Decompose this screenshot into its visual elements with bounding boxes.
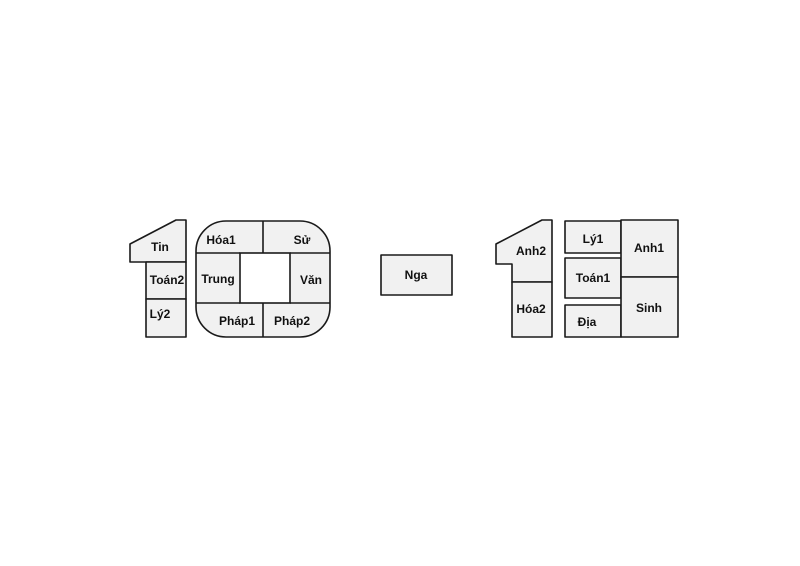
label-tin: Tin	[151, 240, 169, 254]
block-toan1	[564, 257, 622, 299]
label-van: Văn	[300, 273, 322, 287]
block-ly1	[564, 220, 622, 254]
label-nga: Nga	[405, 268, 428, 282]
digit-five-right: Lý1 Toán1 Địa Anh1 Sinh	[564, 219, 679, 338]
block-sinh	[620, 276, 679, 338]
block-anh2	[495, 219, 553, 283]
label-toan1: Toán1	[576, 271, 611, 285]
label-ly2: Lý2	[150, 307, 171, 321]
center-block: Nga	[380, 254, 453, 296]
block-nga	[380, 254, 453, 296]
label-dia: Địa	[578, 315, 597, 329]
label-phap2: Pháp2	[274, 314, 310, 328]
digit-one-right: Anh2 Hóa2	[495, 219, 553, 338]
label-phap1: Pháp1	[219, 314, 255, 328]
label-toan2: Toán2	[150, 273, 185, 287]
label-sinh: Sinh	[636, 301, 662, 315]
digit-one-left: Tin Toán2 Lý2	[129, 219, 187, 338]
ring-hole	[239, 252, 291, 304]
label-su: Sử	[294, 233, 311, 247]
label-trung: Trung	[201, 272, 234, 286]
label-ly1: Lý1	[583, 232, 604, 246]
block-hoa2	[511, 281, 553, 338]
digit-zero: Hóa1 Sử Trung Văn Pháp1 Pháp2	[195, 220, 331, 338]
label-anh2: Anh2	[516, 244, 546, 258]
block-ly2	[145, 298, 187, 338]
label-hoa2: Hóa2	[516, 302, 546, 316]
label-anh1: Anh1	[634, 241, 664, 255]
label-hoa1: Hóa1	[206, 233, 236, 247]
block-toan2	[145, 261, 187, 300]
block-anh1	[620, 219, 679, 278]
